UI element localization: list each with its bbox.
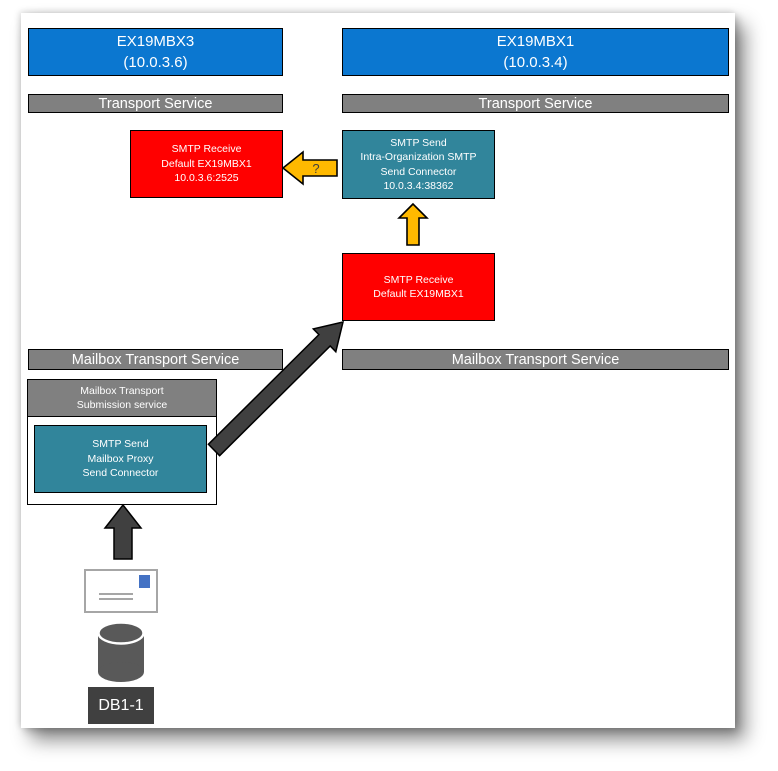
- submission-service-container: Mailbox Transport Submission service SMT…: [27, 379, 217, 505]
- server-name: EX19MBX3: [116, 33, 195, 50]
- dark-up-arrow-icon: [103, 503, 143, 560]
- smtp-receive-box-top: SMTP Receive Default EX19MBX1 10.0.3.6:2…: [130, 130, 283, 198]
- mailflow-diagram: EX19MBX3 (10.0.3.6) EX19MBX1 (10.0.3.4) …: [21, 13, 735, 728]
- node-line: Default EX19MBX1: [373, 288, 464, 300]
- bar-label: Transport Service: [98, 95, 213, 112]
- orange-up-arrow-icon: [397, 202, 429, 246]
- node-line: Send Connector: [380, 165, 457, 178]
- envelope-line: [99, 598, 133, 600]
- transport-service-bar-right: Transport Service: [342, 94, 729, 113]
- diagonal-arrow-icon: [207, 320, 345, 457]
- node-line: Mailbox Transport: [80, 385, 164, 397]
- node-line: Mailbox Proxy: [87, 452, 154, 465]
- db-label: DB1-1: [88, 687, 154, 724]
- bar-label: Mailbox Transport Service: [71, 351, 240, 368]
- node-line: SMTP Send: [92, 438, 149, 451]
- database-icon: [97, 621, 145, 682]
- server-name: EX19MBX1: [496, 33, 575, 50]
- db-name: DB1-1: [98, 696, 144, 714]
- node-line: SMTP Receive: [171, 143, 242, 156]
- question-mark-label: ?: [312, 161, 319, 176]
- smtp-send-connector-box: SMTP Send Intra-Organization SMTP Send C…: [342, 130, 495, 199]
- bar-label: Transport Service: [478, 95, 593, 112]
- submission-service-header: Mailbox Transport Submission service: [27, 379, 217, 417]
- node-line: Intra-Organization SMTP: [360, 151, 477, 163]
- envelope-line: [99, 593, 133, 595]
- node-line: 10.0.3.4:38362: [383, 180, 454, 192]
- mailbox-transport-bar-left: Mailbox Transport Service: [28, 349, 283, 370]
- mailbox-proxy-send-box: SMTP Send Mailbox Proxy Send Connector: [34, 425, 207, 493]
- smtp-receive-box-middle: SMTP Receive Default EX19MBX1: [342, 253, 495, 321]
- server-box-ex19mbx3: EX19MBX3 (10.0.3.6): [28, 28, 283, 76]
- node-line: Send Connector: [82, 467, 159, 480]
- mailbox-transport-bar-right: Mailbox Transport Service: [342, 349, 729, 370]
- node-line: SMTP Send: [390, 136, 447, 149]
- question-arrow-left-icon: ?: [281, 150, 338, 186]
- node-line: 10.0.3.6:2525: [174, 172, 239, 185]
- envelope-stamp: [139, 575, 150, 588]
- node-line: Default EX19MBX1: [161, 157, 252, 170]
- transport-service-bar-left: Transport Service: [28, 94, 283, 113]
- node-line: Submission service: [76, 399, 168, 411]
- server-box-ex19mbx1: EX19MBX1 (10.0.3.4): [342, 28, 729, 76]
- node-line: SMTP Receive: [383, 273, 454, 286]
- server-ip: (10.0.3.4): [503, 54, 568, 71]
- envelope-icon: [84, 569, 158, 613]
- server-ip: (10.0.3.6): [123, 54, 188, 71]
- bar-label: Mailbox Transport Service: [451, 351, 620, 368]
